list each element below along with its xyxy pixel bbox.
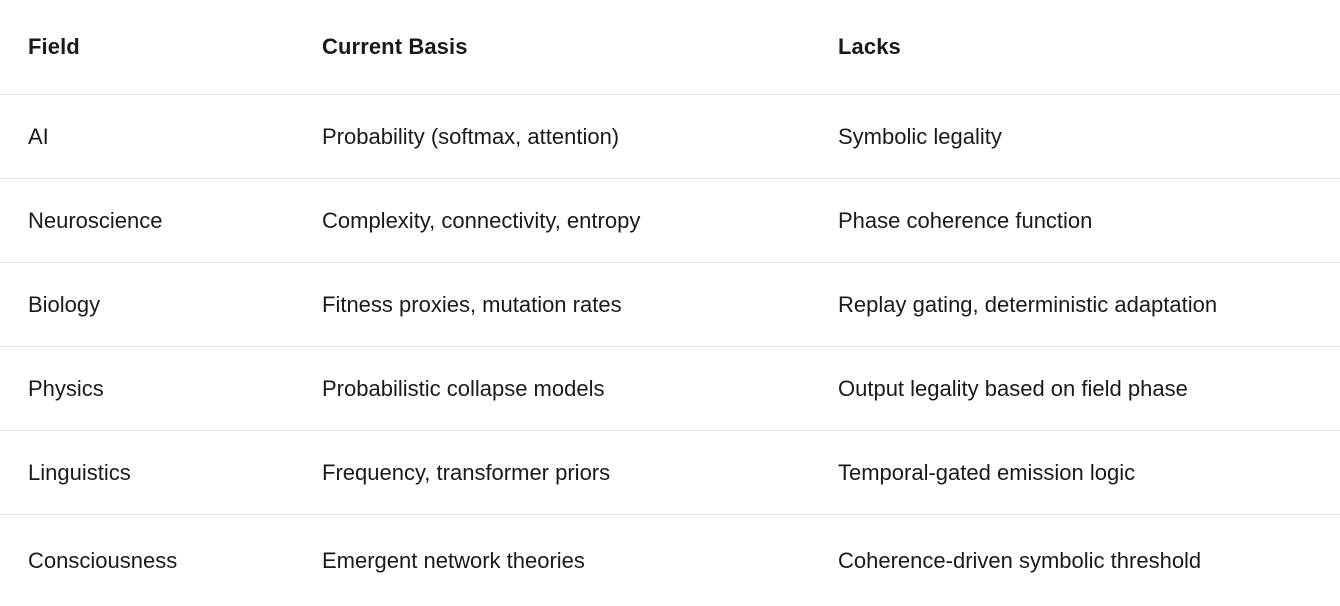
cell-current-basis: Complexity, connectivity, entropy	[322, 207, 641, 233]
cell-field: Linguistics	[28, 459, 131, 485]
cell-lacks: Temporal-gated emission logic	[838, 459, 1136, 485]
cell-current-basis: Emergent network theories	[322, 547, 585, 573]
table-row: AI Probability (softmax, attention) Symb…	[0, 95, 1340, 179]
table-header-row: Field Current Basis Lacks	[0, 0, 1340, 95]
cell-field: Physics	[28, 375, 104, 401]
cell-current-basis: Frequency, transformer priors	[322, 459, 611, 485]
table-row: Neuroscience Complexity, connectivity, e…	[0, 179, 1340, 263]
table-row: Consciousness Emergent network theories …	[0, 515, 1340, 606]
cell-lacks: Symbolic legality	[838, 123, 1002, 149]
column-header-current-basis: Current Basis	[322, 34, 468, 59]
cell-lacks: Phase coherence function	[838, 207, 1093, 233]
cell-current-basis: Probability (softmax, attention)	[322, 123, 620, 149]
cell-current-basis: Probabilistic collapse models	[322, 375, 605, 401]
table-row: Biology Fitness proxies, mutation rates …	[0, 263, 1340, 347]
cell-field: AI	[28, 123, 49, 149]
cell-field: Neuroscience	[28, 207, 163, 233]
column-header-field: Field	[28, 34, 80, 59]
cell-field: Biology	[28, 291, 101, 317]
cell-current-basis: Fitness proxies, mutation rates	[322, 291, 622, 317]
cell-lacks: Output legality based on field phase	[838, 375, 1188, 401]
table-row: Physics Probabilistic collapse models Ou…	[0, 347, 1340, 431]
table-row: Linguistics Frequency, transformer prior…	[0, 431, 1340, 515]
cell-lacks: Replay gating, deterministic adaptation	[838, 291, 1218, 317]
cell-field: Consciousness	[28, 547, 178, 573]
cell-lacks: Coherence-driven symbolic threshold	[838, 547, 1202, 573]
column-header-lacks: Lacks	[838, 34, 901, 59]
